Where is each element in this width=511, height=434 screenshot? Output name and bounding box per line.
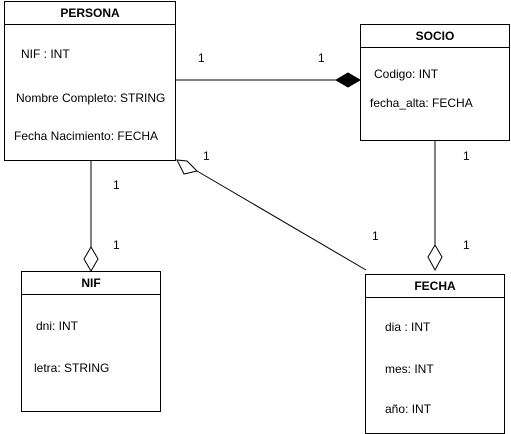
aggregation-diamond-persona [176, 159, 198, 175]
class-nif-title: NIF [22, 272, 160, 295]
mult-persona-nif-top: 1 [113, 178, 120, 192]
composition-diamond [335, 72, 361, 88]
attr-anio: año: INT [385, 402, 432, 416]
class-persona-title: PERSONA [5, 2, 175, 25]
attr-codigo: Codigo: INT [374, 67, 439, 81]
class-persona[interactable]: PERSONA NIF : INT Nombre Completo: STRIN… [4, 1, 176, 161]
mult-persona-socio-left: 1 [198, 51, 205, 65]
class-fecha-title: FECHA [366, 275, 504, 298]
attr-nif: NIF : INT [21, 47, 70, 61]
attr-letra: letra: STRING [34, 361, 110, 375]
aggregation-diamond-nif [83, 246, 99, 272]
attr-dni: dni: INT [36, 319, 79, 333]
mult-persona-fecha-bottom: 1 [372, 229, 379, 243]
class-nif[interactable]: NIF dni: INT letra: STRING [21, 271, 161, 412]
attr-dia: dia : INT [385, 320, 431, 334]
persona-fecha-line [196, 170, 367, 271]
mult-persona-fecha-top: 1 [203, 149, 210, 163]
mult-socio-fecha-top: 1 [463, 149, 470, 163]
mult-socio-fecha-bottom: 1 [463, 238, 470, 252]
class-socio-title: SOCIO [361, 25, 509, 48]
aggregation-diamond-fecha [427, 244, 443, 272]
attr-fecha-nacimiento: Fecha Nacimiento: FECHA [14, 129, 159, 143]
mult-persona-nif-bottom: 1 [113, 238, 120, 252]
attr-mes: mes: INT [385, 362, 434, 376]
mult-persona-socio-right: 1 [318, 51, 325, 65]
attr-nombre-completo: Nombre Completo: STRING [16, 91, 166, 105]
attr-fecha-alta: fecha_alta: FECHA [370, 96, 473, 110]
class-fecha[interactable]: FECHA dia : INT mes: INT año: INT [365, 274, 505, 434]
class-socio[interactable]: SOCIO Codigo: INT fecha_alta: FECHA [360, 24, 510, 141]
